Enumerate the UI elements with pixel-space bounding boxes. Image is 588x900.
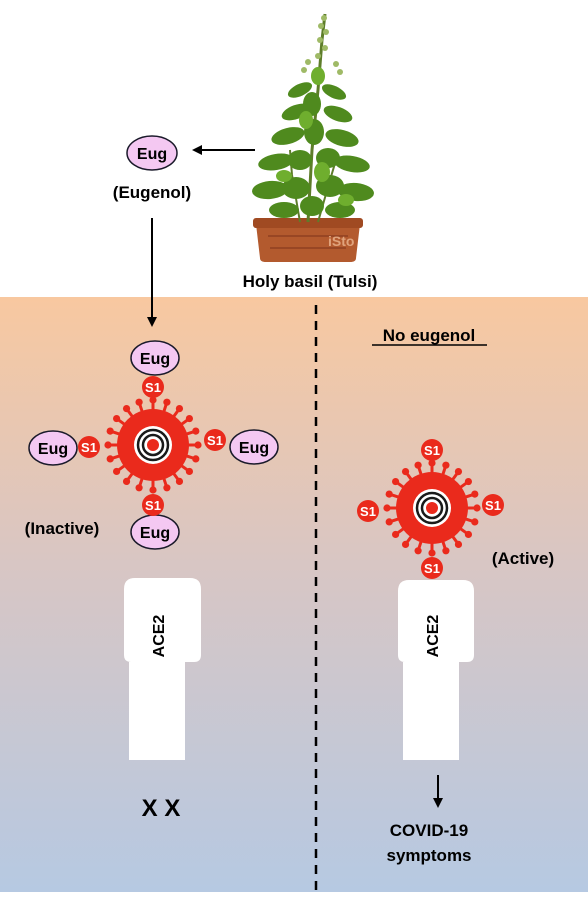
s1-right-right-label: S1 bbox=[485, 498, 501, 513]
eug-right-label: Eug bbox=[239, 440, 269, 457]
eugenol-molecule: Eug bbox=[126, 135, 178, 171]
virus-spike-tip bbox=[112, 414, 121, 423]
ace2-receptor-left: ACE2 bbox=[124, 578, 201, 760]
s1-spike-right-top: S1 bbox=[421, 439, 443, 461]
virus-core-ring bbox=[426, 502, 438, 514]
outcome-line-1: COVID-19 bbox=[390, 821, 468, 840]
holy-basil-plant-image: iSto bbox=[252, 13, 374, 262]
virus-spike-tip bbox=[414, 461, 422, 469]
s1-bottom-label: S1 bbox=[145, 498, 161, 513]
virus-spike-tip bbox=[454, 540, 463, 549]
virus-spike-tip bbox=[192, 455, 200, 463]
virus-spike-tip bbox=[135, 398, 143, 406]
eug-left: Eug bbox=[28, 430, 78, 466]
ace2-receptor-right: ACE2 bbox=[398, 580, 474, 760]
plant-label: Holy basil (Tulsi) bbox=[243, 272, 378, 291]
blocked-marker: X X bbox=[142, 795, 181, 822]
s1-spike-top: S1 bbox=[142, 376, 164, 398]
inactive-state-label: (Inactive) bbox=[25, 519, 100, 538]
virus-spike-tip bbox=[104, 441, 112, 449]
virus-spike-tip bbox=[106, 455, 114, 463]
virus-spike-tip bbox=[442, 461, 450, 469]
virus-core-ring bbox=[136, 428, 170, 462]
virus-spike-tip bbox=[464, 477, 473, 486]
virus-spike-tip bbox=[149, 396, 157, 404]
eugenol-abbrev-label: Eug bbox=[137, 146, 167, 163]
s1-spike-right-right: S1 bbox=[482, 494, 504, 516]
virus-spike-tip bbox=[106, 427, 114, 435]
virus-core-ring bbox=[141, 433, 165, 457]
outcome-line-2: symptoms bbox=[386, 846, 471, 865]
virus-spike-tip bbox=[414, 547, 422, 555]
virus-core-ring bbox=[420, 496, 444, 520]
virus-spike-tip bbox=[454, 467, 463, 476]
virus-spike-tip bbox=[471, 490, 479, 498]
eug-top-label: Eug bbox=[140, 351, 170, 368]
s1-spike-left: S1 bbox=[78, 436, 100, 458]
background-panel bbox=[0, 297, 588, 892]
virus-core-ring bbox=[147, 439, 159, 451]
virus-spike-tip bbox=[428, 549, 436, 557]
virus-spike-tip bbox=[464, 530, 473, 539]
virus-spike-tip bbox=[175, 404, 184, 413]
active-state-label: (Active) bbox=[492, 549, 554, 568]
eug-top: Eug bbox=[130, 340, 180, 376]
s1-right-left-label: S1 bbox=[360, 504, 376, 519]
virus-spike-tip bbox=[391, 477, 400, 486]
virus-spike-tip bbox=[135, 484, 143, 492]
s1-left-label: S1 bbox=[81, 440, 97, 455]
virus-spike-tip bbox=[192, 427, 200, 435]
virus-spike-tip bbox=[163, 398, 171, 406]
virus-spike-tip bbox=[391, 530, 400, 539]
ace2-left-label: ACE2 bbox=[151, 615, 168, 658]
virus-spike-tip bbox=[175, 477, 184, 486]
s1-right-label: S1 bbox=[207, 433, 223, 448]
virus-spike-tip bbox=[442, 547, 450, 555]
virus-spike-tip bbox=[122, 404, 131, 413]
s1-right-bottom-label: S1 bbox=[424, 561, 440, 576]
virus-spike-tip bbox=[122, 477, 131, 486]
virus-spike-tip bbox=[401, 467, 410, 476]
inactive-virus bbox=[104, 396, 202, 494]
virus-spike-tip bbox=[185, 414, 194, 423]
s1-top-label: S1 bbox=[145, 380, 161, 395]
virus-spike-tip bbox=[149, 486, 157, 494]
virus-spike-tip bbox=[383, 504, 391, 512]
eug-right: Eug bbox=[229, 429, 279, 465]
eugenol-name-label: (Eugenol) bbox=[113, 183, 191, 202]
virus-spike-tip bbox=[428, 459, 436, 467]
ace2-right-label: ACE2 bbox=[425, 615, 442, 658]
no-eugenol-heading: No eugenol bbox=[383, 326, 476, 345]
eug-left-label: Eug bbox=[38, 441, 68, 458]
virus-spike-tip bbox=[112, 467, 121, 476]
s1-spike-bottom: S1 bbox=[142, 494, 164, 516]
s1-spike-right-left: S1 bbox=[357, 500, 379, 522]
virus-spike-tip bbox=[401, 540, 410, 549]
s1-spike-right-bottom: S1 bbox=[421, 557, 443, 579]
s1-right-top-label: S1 bbox=[424, 443, 440, 458]
virus-spike-tip bbox=[473, 504, 481, 512]
virus-spike-tip bbox=[194, 441, 202, 449]
s1-spike-right: S1 bbox=[204, 429, 226, 451]
virus-spike-tip bbox=[471, 518, 479, 526]
virus-core-ring bbox=[415, 491, 449, 525]
eug-bottom-label: Eug bbox=[140, 525, 170, 542]
virus-spike-tip bbox=[163, 484, 171, 492]
eug-bottom: Eug bbox=[130, 514, 180, 550]
virus-spike-tip bbox=[185, 467, 194, 476]
virus-spike-tip bbox=[385, 490, 393, 498]
virus-spike-tip bbox=[385, 518, 393, 526]
active-virus bbox=[383, 459, 481, 557]
watermark-text: iSto bbox=[328, 233, 354, 249]
